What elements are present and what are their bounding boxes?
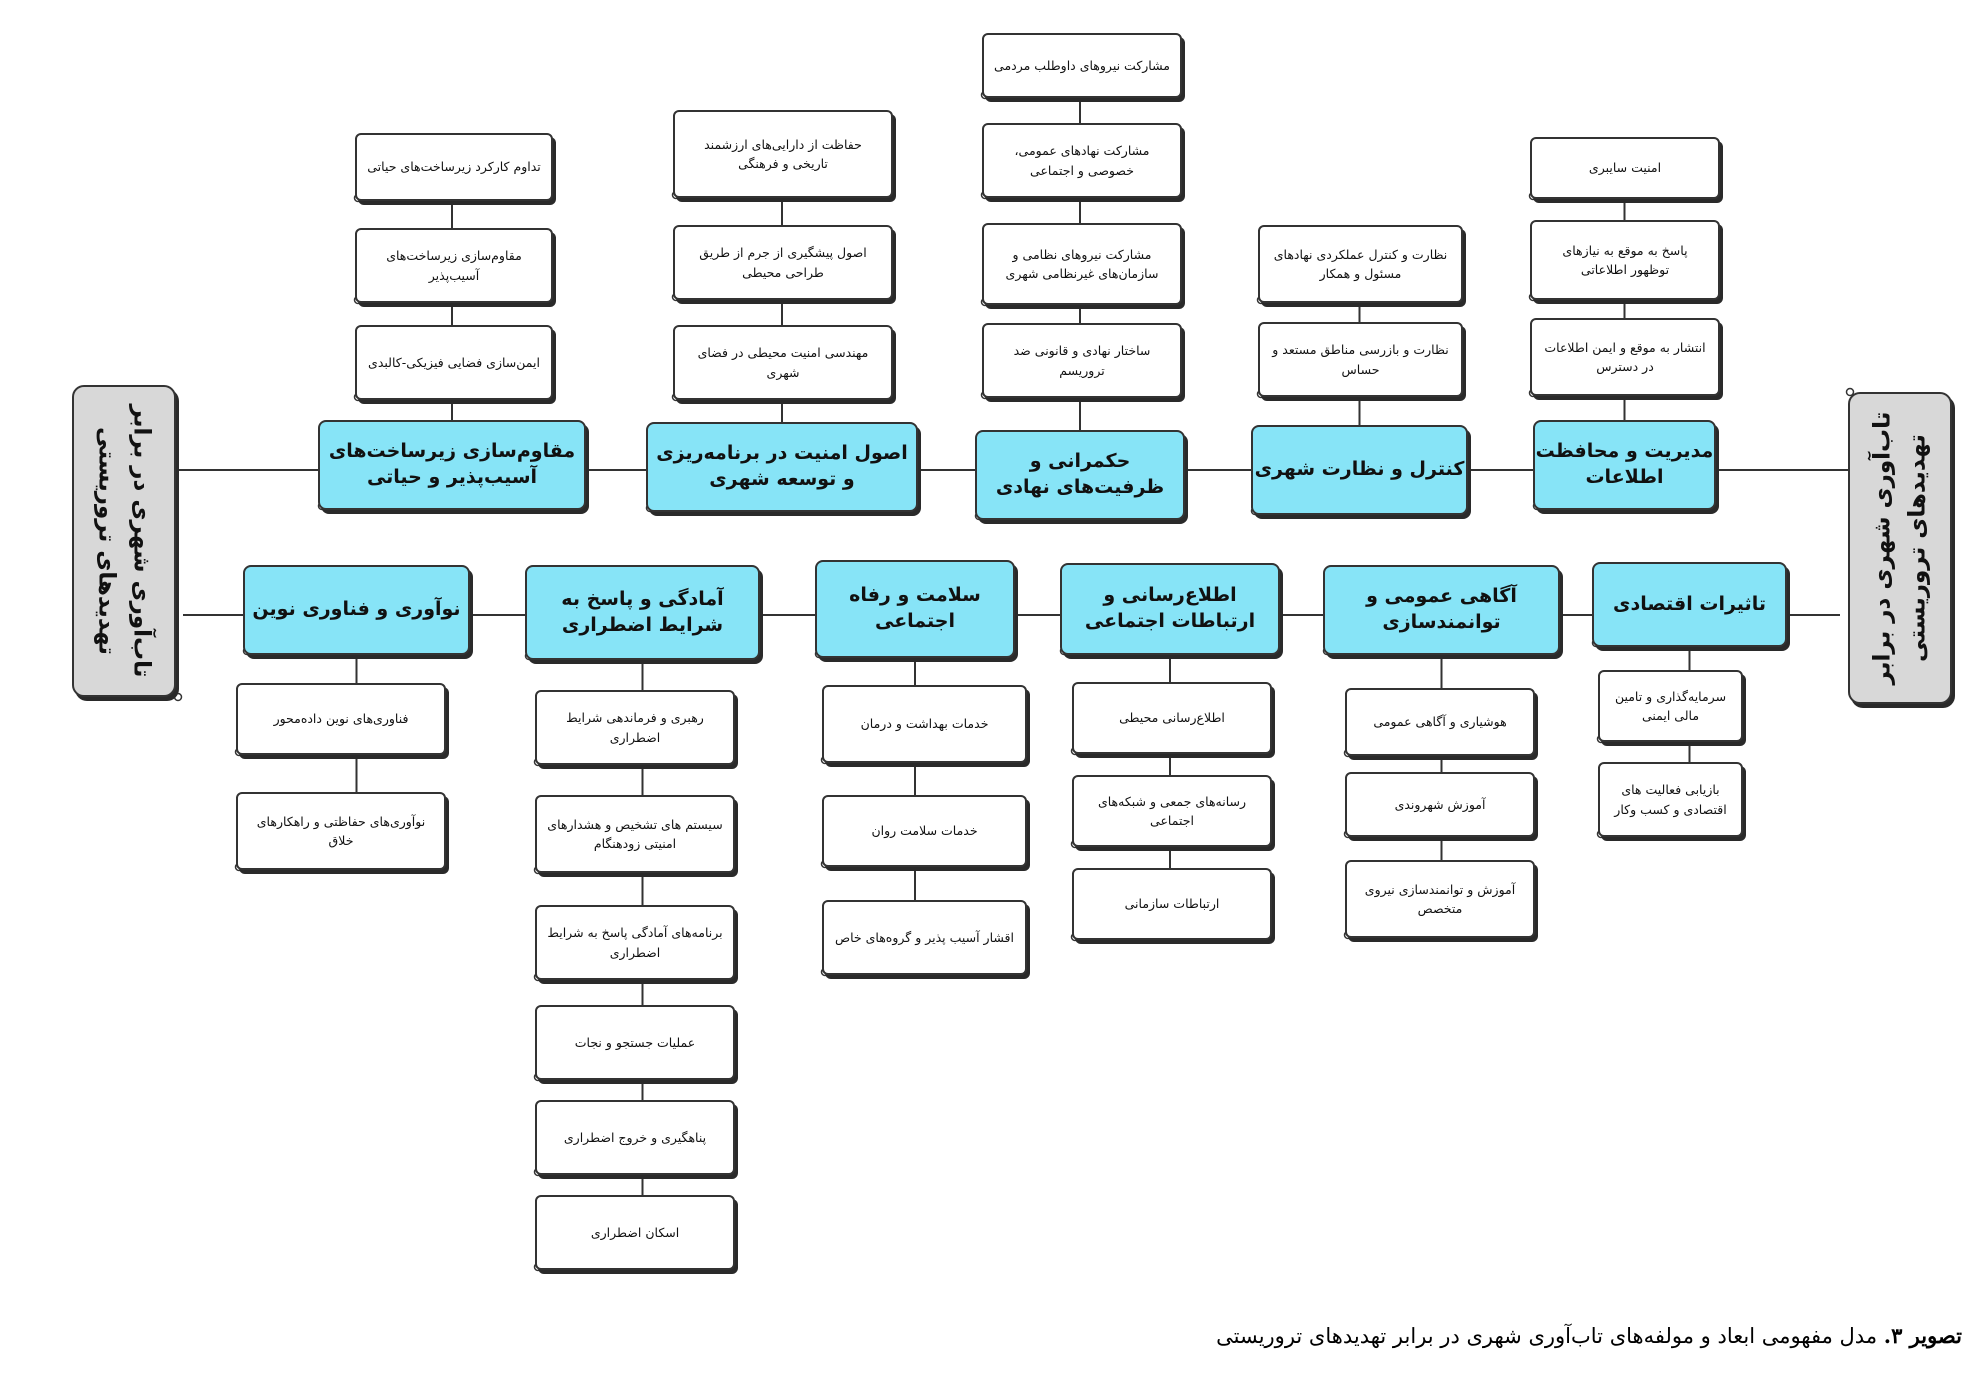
top-dimension-1-component-3-label: انتشار به موقع و ایمن اطلاعات در دسترس [1544, 339, 1706, 374]
bottom-dimension-1-component-2-label: بازیابی فعالیت های اقتصادی و کسب وکار [1614, 782, 1727, 817]
top-dimension-1-component-1: امنیت سایبری [1530, 137, 1720, 199]
top-dimension-4: اصول امنیت در برنامه‌ریزی و توسعه شهری [646, 422, 918, 512]
central-concept-right: تاب‌آوری شهری در برابر تهدیدهای تروریستی [1848, 392, 1952, 704]
top-dimension-2-component-2-label: نظارت و بازرسی مناطق مستعد و حساس [1272, 342, 1449, 377]
bottom-dimension-6-component-2: نوآوری‌های حفاظتی و راهکارهای خلاق [236, 792, 446, 870]
bottom-dimension-5-component-1: رهبری و فرماندهی شرایط اضطراری [535, 690, 735, 765]
top-dimension-3-component-4: ساختار نهادی و قانونی ضد تروریسم [982, 323, 1182, 398]
top-dimension-2-component-1-label: نظارت و کنترل عملکردی نهادهای مسئول و هم… [1273, 246, 1448, 281]
top-dimension-4-component-2: اصول پیشگیری از جرم از طریق طراحی محیطی [673, 225, 893, 300]
bottom-dimension-4-component-1: خدمات بهداشت و درمان [822, 685, 1027, 763]
bottom-dimension-3-label: اطلاع‌رسانی و ارتباطات اجتماعی [1084, 584, 1256, 632]
bottom-dimension-5-component-3: برنامه‌های آمادگی پاسخ به شرایط اضطراری [535, 905, 735, 980]
bottom-dimension-5-label: آمادگی و پاسخ به شرایط اضطراری [561, 587, 724, 636]
top-dimension-4-component-1: حفاظت از دارایی‌های ارزشمند تاریخی و فره… [673, 110, 893, 198]
top-dimension-1: مدیریت و محافظت اطلاعات [1533, 420, 1716, 510]
bottom-dimension-2-component-2-label: آموزش شهروندی [1394, 796, 1486, 812]
bottom-dimension-4-component-3: اقشار آسیب پذیر و گروه‌های خاص [822, 900, 1027, 975]
top-dimension-2-component-1: نظارت و کنترل عملکردی نهادهای مسئول و هم… [1258, 225, 1463, 303]
top-dimension-5-component-3-label: ایمن‌سازی فضایی فیزیکی-کالبدی [368, 354, 540, 370]
bottom-dimension-1-component-2: بازیابی فعالیت های اقتصادی و کسب وکار [1598, 762, 1743, 837]
bottom-dimension-4-component-3-label: اقشار آسیب پذیر و گروه‌های خاص [834, 929, 1015, 945]
bottom-dimension-1-component-1-label: سرمایه‌گذاری و تامین مالی ایمنی [1614, 688, 1727, 723]
bottom-dimension-2-component-3: آموزش و توانمندسازی نیروی متخصص [1345, 860, 1535, 938]
bottom-dimension-5-component-2: سیستم های تشخیص و هشدارهای امنیتی زودهنگ… [535, 795, 735, 873]
top-dimension-1-component-1-label: امنیت سایبری [1588, 160, 1662, 176]
top-dimension-1-component-2-label: پاسخ به موقع به نیازهای توظهور اطلاعاتی [1562, 242, 1688, 277]
bottom-dimension-2-component-2: آموزش شهروندی [1345, 772, 1535, 837]
bottom-dimension-5-component-1-label: رهبری و فرماندهی شرایط اضطراری [566, 710, 704, 745]
top-dimension-3-component-1: مشارکت نیروهای داوطلب مردمی [982, 33, 1182, 98]
top-dimension-3: حکمرانی و ظرفیت‌های نهادی [975, 430, 1185, 520]
central-concept-left-label: تاب‌آوری شهری در برابر تهدیدهای تروریستی [94, 404, 155, 678]
bottom-dimension-5: آمادگی و پاسخ به شرایط اضطراری [525, 565, 760, 660]
bottom-dimension-3-component-3-label: ارتباطات سازمانی [1124, 896, 1220, 912]
top-dimension-5-component-2: مقاوم‌سازی زیرساخت‌های آسیب‌پذیر [355, 228, 553, 303]
bottom-dimension-1-component-1: سرمایه‌گذاری و تامین مالی ایمنی [1598, 670, 1743, 742]
central-concept-left-anchor [173, 692, 183, 702]
bottom-dimension-4-component-2: خدمات سلامت روان [822, 795, 1027, 867]
top-dimension-3-component-3: مشارکت نیروهای نظامی و سازمان‌های غیرنظا… [982, 223, 1182, 305]
figure-caption-label: تصویر ۳. [1883, 1323, 1962, 1348]
top-dimension-2-label: کنترل و نظارت شهری [1254, 458, 1465, 481]
bottom-dimension-3-component-2: رسانه‌های جمعی و شبکه‌های اجتماعی [1072, 775, 1272, 847]
top-dimension-5-component-1: تداوم کارکرد زیرساخت‌های حیاتی [355, 133, 553, 201]
bottom-dimension-2-component-3-label: آموزش و توانمندسازی نیروی متخصص [1364, 881, 1516, 916]
top-dimension-4-label: اصول امنیت در برنامه‌ریزی و توسعه شهری [656, 442, 908, 490]
top-dimension-5-label: مقاوم‌سازی زیرساخت‌های آسیب‌پذیر و حیاتی [328, 440, 576, 488]
bottom-dimension-6-component-1: فناوری‌های نوین داده‌محور [236, 683, 446, 755]
bottom-dimension-4-component-2-label: خدمات سلامت روان [871, 823, 978, 839]
bottom-dimension-3-component-1: اطلاع‌رسانی محیطی [1072, 682, 1272, 754]
top-dimension-5-component-2-label: مقاوم‌سازی زیرساخت‌های آسیب‌پذیر [386, 248, 522, 283]
top-dimension-3-component-3-label: مشارکت نیروهای نظامی و سازمان‌های غیرنظا… [1005, 246, 1159, 281]
bottom-dimension-6-component-2-label: نوآوری‌های حفاظتی و راهکارهای خلاق [256, 813, 426, 848]
bottom-dimension-2-component-1: هوشیاری و آگاهی عمومی [1345, 688, 1535, 756]
bottom-dimension-5-component-5: پناهگیری و خروج اضطراری [535, 1100, 735, 1175]
top-dimension-5: مقاوم‌سازی زیرساخت‌های آسیب‌پذیر و حیاتی [318, 420, 586, 510]
top-dimension-4-component-2-label: اصول پیشگیری از جرم از طریق طراحی محیطی [699, 245, 867, 280]
top-dimension-4-component-1-label: حفاظت از دارایی‌های ارزشمند تاریخی و فره… [704, 136, 862, 171]
top-dimension-1-component-2: پاسخ به موقع به نیازهای توظهور اطلاعاتی [1530, 220, 1720, 300]
bottom-dimension-5-component-2-label: سیستم های تشخیص و هشدارهای امنیتی زودهنگ… [547, 816, 723, 851]
bottom-dimension-5-component-3-label: برنامه‌های آمادگی پاسخ به شرایط اضطراری [547, 925, 723, 960]
top-dimension-3-component-2: مشارکت نهادهای عمومی، خصوصی و اجتماعی [982, 123, 1182, 198]
central-concept-right-label: تاب‌آوری شهری در برابر تهدیدهای تروریستی [1869, 411, 1931, 685]
bottom-dimension-6: نوآوری و فناوری نوین [243, 565, 470, 655]
bottom-dimension-1: تاثیرات اقتصادی [1592, 562, 1787, 647]
bottom-dimension-4: سلامت و رفاه اجتماعی [815, 560, 1015, 658]
top-dimension-2: کنترل و نظارت شهری [1251, 425, 1468, 515]
top-dimension-4-component-3-label: مهندسی امنیت محیطی در فضای شهری [697, 345, 869, 380]
top-dimension-5-component-1-label: تداوم کارکرد زیرساخت‌های حیاتی [367, 159, 541, 175]
figure-caption: تصویر ۳. مدل مفهومی ابعاد و مولفه‌های تا… [862, 1323, 1962, 1348]
bottom-dimension-2-label: آگاهی عمومی و توانمندسازی [1366, 585, 1517, 633]
bottom-dimension-3-component-3: ارتباطات سازمانی [1072, 868, 1272, 940]
top-dimension-3-component-1-label: مشارکت نیروهای داوطلب مردمی [994, 57, 1170, 73]
top-dimension-3-component-2-label: مشارکت نهادهای عمومی، خصوصی و اجتماعی [1014, 143, 1150, 178]
bottom-dimension-5-component-4-label: عملیات جستجو و نجات [574, 1034, 696, 1050]
top-dimension-1-component-3: انتشار به موقع و ایمن اطلاعات در دسترس [1530, 318, 1720, 396]
top-dimension-4-component-3: مهندسی امنیت محیطی در فضای شهری [673, 325, 893, 400]
top-dimension-2-component-2: نظارت و بازرسی مناطق مستعد و حساس [1258, 322, 1463, 397]
bottom-dimension-5-component-6: اسکان اضطراری [535, 1195, 735, 1270]
bottom-dimension-2: آگاهی عمومی و توانمندسازی [1323, 565, 1560, 655]
bottom-dimension-1-label: تاثیرات اقتصادی [1613, 592, 1766, 615]
central-concept-left: تاب‌آوری شهری در برابر تهدیدهای تروریستی [72, 385, 176, 697]
bottom-dimension-4-component-1-label: خدمات بهداشت و درمان [860, 716, 989, 732]
top-dimension-3-label: حکمرانی و ظرفیت‌های نهادی [995, 450, 1165, 498]
bottom-dimension-6-label: نوآوری و فناوری نوین [252, 598, 461, 621]
bottom-dimension-5-component-5-label: پناهگیری و خروج اضطراری [563, 1129, 707, 1145]
bottom-dimension-3: اطلاع‌رسانی و ارتباطات اجتماعی [1060, 563, 1280, 655]
bottom-dimension-3-component-2-label: رسانه‌های جمعی و شبکه‌های اجتماعی [1097, 793, 1247, 828]
bottom-dimension-2-component-1-label: هوشیاری و آگاهی عمومی [1373, 714, 1507, 730]
figure-caption-text: مدل مفهومی ابعاد و مولفه‌های تاب‌آوری شه… [1216, 1324, 1878, 1348]
bottom-dimension-6-component-1-label: فناوری‌های نوین داده‌محور [273, 711, 409, 727]
bottom-dimension-4-label: سلامت و رفاه اجتماعی [849, 584, 981, 632]
bottom-dimension-3-component-1-label: اطلاع‌رسانی محیطی [1119, 710, 1225, 726]
top-dimension-3-component-4-label: ساختار نهادی و قانونی ضد تروریسم [1013, 343, 1151, 378]
bottom-dimension-5-component-4: عملیات جستجو و نجات [535, 1005, 735, 1080]
top-dimension-1-label: مدیریت و محافظت اطلاعات [1535, 440, 1714, 488]
bottom-dimension-5-component-6-label: اسکان اضطراری [590, 1224, 680, 1240]
top-dimension-5-component-3: ایمن‌سازی فضایی فیزیکی-کالبدی [355, 325, 553, 400]
